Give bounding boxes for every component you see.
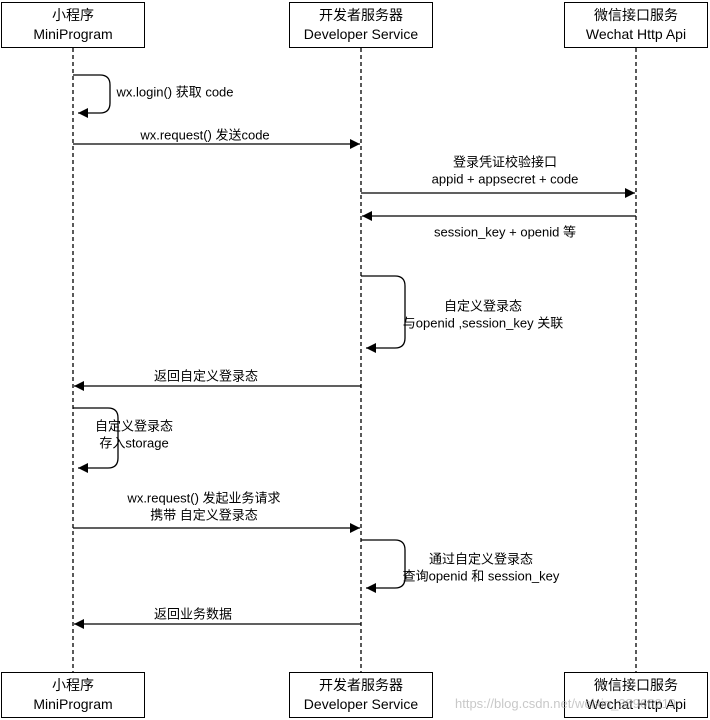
message-label-business-req-line1: wx.request() 发起业务请求: [127, 490, 281, 506]
message-label-send-code: wx.request() 发送code: [140, 127, 270, 143]
actor-label-en: Wechat Http Api: [585, 26, 687, 42]
message-label-return-business: 返回业务数据: [153, 606, 233, 622]
message-label-custom-login-line1: 自定义登录态: [443, 298, 523, 314]
actor-box-top-wechat-api: 微信接口服务 Wechat Http Api: [564, 2, 708, 48]
self-message-loop-storage: [73, 407, 119, 473]
actor-box-bottom-miniprogram: 小程序 MiniProgram: [1, 672, 145, 718]
actor-box-bottom-developer-service: 开发者服务器 Developer Service: [289, 672, 433, 718]
actor-label-en: Developer Service: [303, 696, 419, 712]
actor-box-top-developer-service: 开发者服务器 Developer Service: [289, 2, 433, 48]
actor-label-zh: 开发者服务器: [319, 7, 403, 24]
actor-label-zh: 微信接口服务: [594, 677, 678, 694]
self-message-loop-custom-login: [361, 275, 406, 353]
actor-label-en: MiniProgram: [33, 696, 113, 712]
actor-label-zh: 微信接口服务: [594, 7, 678, 24]
actor-label-en: Wechat Http Api: [585, 696, 687, 712]
message-label-storage-line2: 存入storage: [99, 435, 169, 451]
message-label-business-req-line2: 携带 自定义登录态: [150, 507, 258, 523]
actor-box-bottom-wechat-api: 微信接口服务 Wechat Http Api: [564, 672, 708, 718]
self-message-loop-query: [361, 539, 406, 593]
message-label-storage-line1: 自定义登录态: [94, 418, 174, 434]
actor-label-zh: 小程序: [52, 7, 94, 24]
actor-label-zh: 开发者服务器: [319, 677, 403, 694]
actor-box-top-miniprogram: 小程序 MiniProgram: [1, 2, 145, 48]
actor-label-en: MiniProgram: [33, 26, 113, 42]
message-label-query-line1: 通过自定义登录态: [428, 551, 534, 567]
message-label-login: wx.login() 获取 code: [116, 84, 234, 100]
message-label-credential-line1: 登录凭证校验接口: [452, 154, 558, 170]
message-label-query-line2: 查询openid 和 session_key: [402, 568, 560, 584]
message-label-return-login-state: 返回自定义登录态: [153, 368, 259, 384]
message-label-custom-login-line2: 与openid ,session_key 关联: [402, 315, 564, 331]
actor-label-zh: 小程序: [52, 677, 94, 694]
self-message-loop-login: [73, 74, 111, 118]
actor-label-en: Developer Service: [303, 26, 419, 42]
message-label-credential-line2: appid + appsecret + code: [431, 171, 579, 187]
message-label-session-return: session_key + openid 等: [433, 224, 577, 240]
